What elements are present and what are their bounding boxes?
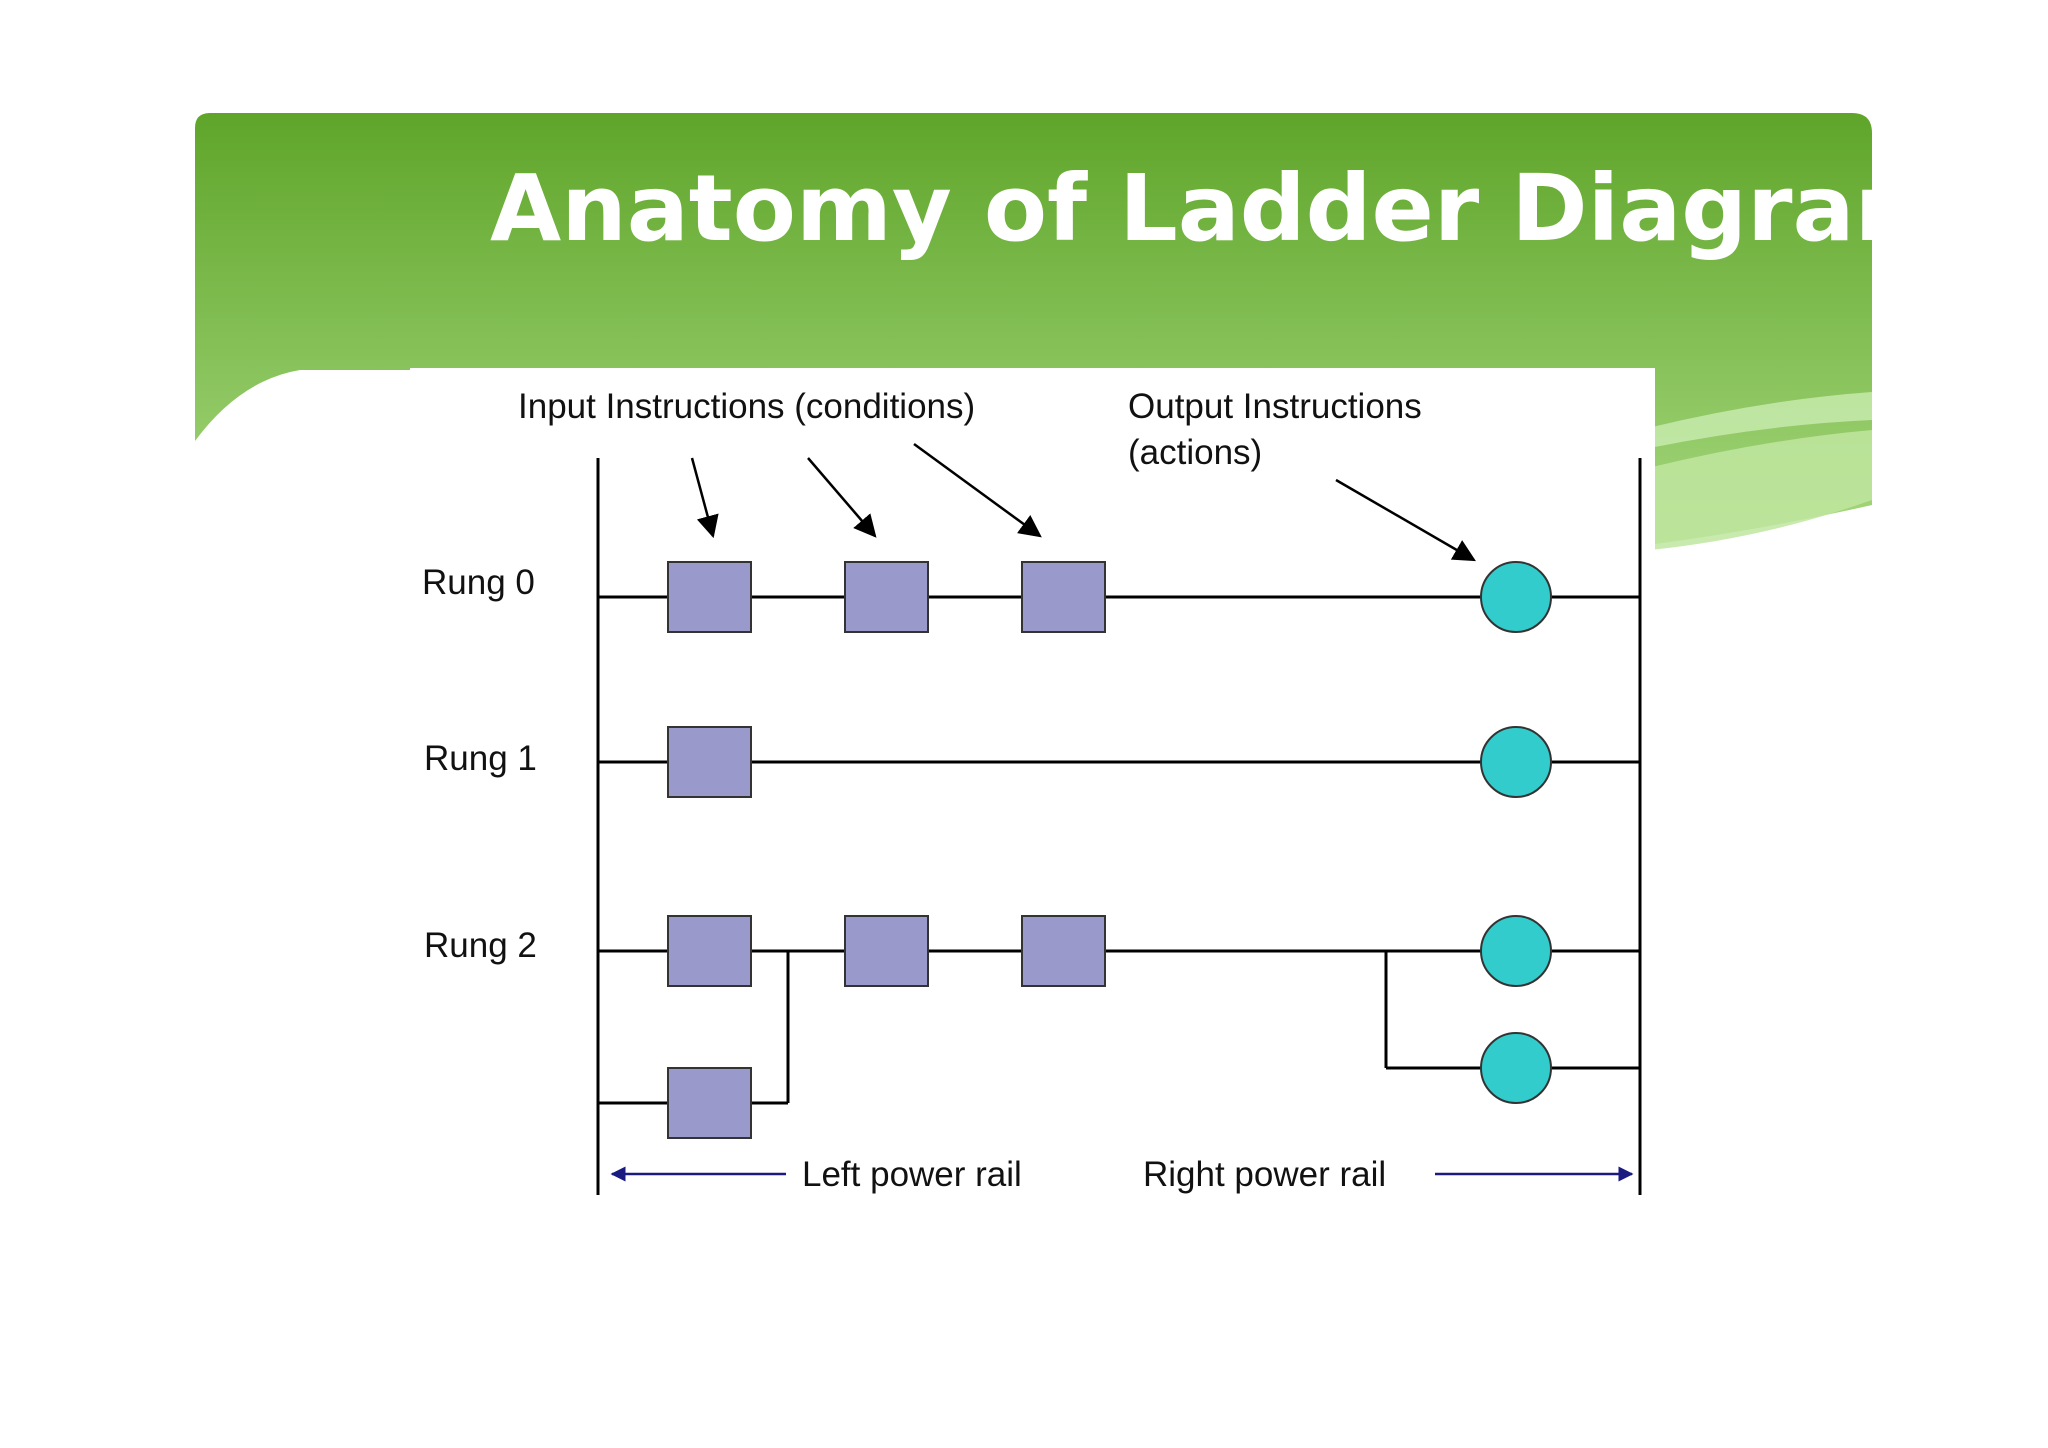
output-instructions-label-2: (actions) <box>1128 433 1262 472</box>
rung-1-coil <box>1480 726 1552 798</box>
rung-0-contact-1 <box>667 561 752 633</box>
output-arrow <box>1335 478 1476 562</box>
left-rail-label: Left power rail <box>802 1155 1022 1194</box>
input-arrow-2 <box>807 457 877 538</box>
rung-2-label: Rung 2 <box>424 926 537 965</box>
input-arrow-3 <box>913 442 1042 538</box>
rung-2-contact-3 <box>1021 915 1106 987</box>
rung-2-contact-1 <box>667 915 752 987</box>
rung-0-contact-2 <box>844 561 929 633</box>
rung-0-contact-3 <box>1021 561 1106 633</box>
banner-swoosh-2 <box>1640 430 1872 551</box>
title-banner <box>195 113 1872 551</box>
rung-1-contact-1 <box>667 726 752 798</box>
right-rail-label: Right power rail <box>1143 1155 1386 1194</box>
input-arrow-1 <box>690 457 719 539</box>
rung-2-contact-2 <box>844 915 929 987</box>
slide-title: Anatomy of Ladder Diagram <box>490 155 1950 262</box>
rung-2-coil-1 <box>1480 915 1552 987</box>
rung-0-coil <box>1480 561 1552 633</box>
rung-1-label: Rung 1 <box>424 739 537 778</box>
banner-swoosh <box>1640 392 1872 450</box>
input-instructions-label: Input Instructions (conditions) <box>518 387 975 426</box>
rung-2-coil-2 <box>1480 1032 1552 1104</box>
output-instructions-label: Output Instructions <box>1128 387 1422 426</box>
rung-2-contact-4 <box>667 1067 752 1139</box>
rung-0-label: Rung 0 <box>422 563 535 602</box>
diagram-panel <box>410 368 1655 1218</box>
ladder-diagram: Input Instructions (conditions) Output I… <box>422 387 1642 1195</box>
